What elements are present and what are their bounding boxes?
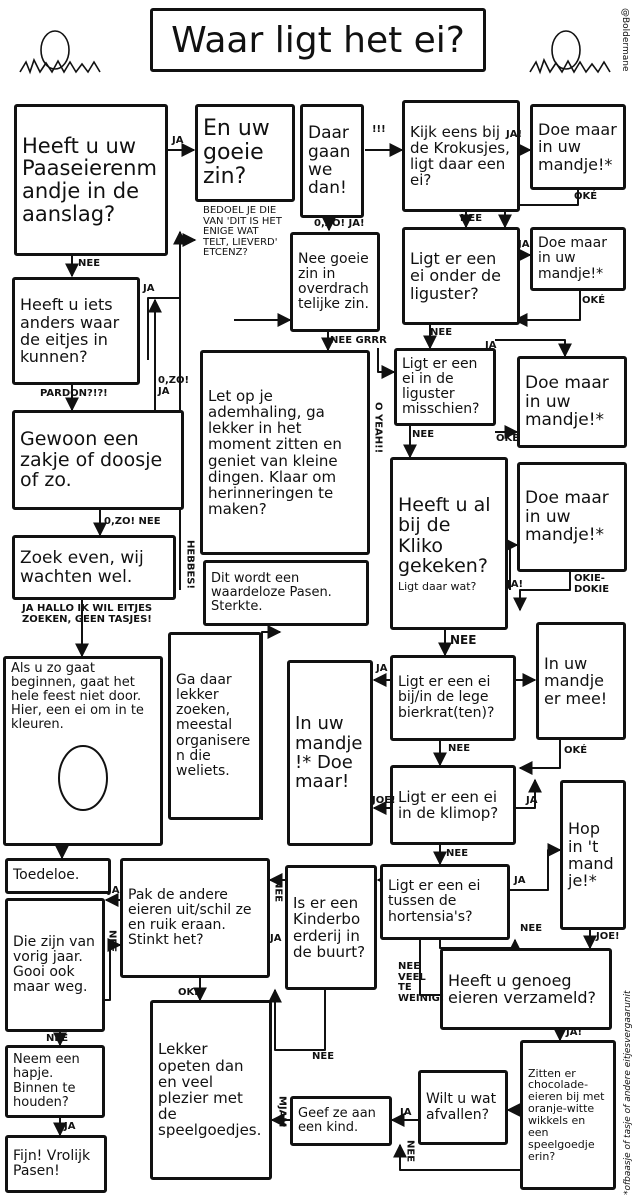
node-hortensia: Ligt er een ei tussen de hortensia's? [380, 864, 510, 940]
edge-label: JA [64, 1121, 76, 1132]
node-mandje-3: Doe maar in uw mandje!* [517, 356, 627, 448]
edge-label: NEE [272, 880, 284, 903]
node-hapje: Neem een hapje. Binnen te houden? [5, 1045, 105, 1118]
node-kleuren: Als u zo gaat beginnen, gaat het hele fe… [3, 656, 163, 846]
edge-label: OKE [178, 987, 202, 998]
grass-icon [529, 57, 611, 75]
node-geef-kind: Geef ze aan een kind. [290, 1096, 392, 1146]
egg-icon [551, 30, 581, 70]
edge-label: NEE [520, 923, 543, 934]
node-chocolade: Zitten er chocolade-eieren bij met oranj… [520, 1040, 616, 1190]
edge-label: NEE [404, 1140, 416, 1163]
node-mandje-1: Doe maar in uw mandje!* [530, 104, 626, 190]
node-vrolijk-pasen: Fijn! Vrolijk Pasen! [5, 1135, 107, 1193]
edge-label: PARDON?!?! [40, 388, 108, 399]
node-nee-goeie-zin: Nee goeie zin in overdrachtelijke zin. [290, 232, 380, 332]
edge-label: JA [172, 135, 184, 146]
decor [19, 30, 611, 75]
edge-label: O YEAH!! [372, 402, 384, 454]
node-kliko: Heeft u al bij de Kliko gekeken?Ligt daa… [390, 457, 508, 630]
node-lekker-opeten: Lekker opeten dan en veel plezier met de… [150, 1000, 272, 1180]
node-kinderboerderij: Is er een Kinderboerderij in de buurt? [285, 865, 377, 990]
node-krokusjes: Kijk eens bij de Krokusjes, ligt daar ee… [402, 100, 520, 212]
edge-label: OKÉ [582, 295, 606, 306]
edge-label: NEE [448, 743, 471, 754]
node-paasmandje: Heeft u uw Paaseierenmandje in de aansla… [14, 104, 168, 256]
edge-label: HEBBES! [184, 540, 196, 590]
edge-label: JOE! [596, 931, 620, 942]
edge-label: 0,ZO! JA [158, 375, 190, 397]
page-title: Waar ligt het ei? [150, 8, 486, 72]
edge-label: NEE [412, 429, 435, 440]
edge-label: JA [400, 1107, 412, 1118]
node-kinderboerderij-zoeken: Ga daar lekker zoeken, meestal organiser… [168, 632, 262, 820]
edge-label: JA HALLO IK WIL EITJES ZOEKEN, GEEN TASJ… [22, 603, 153, 625]
edge-label: JA [514, 875, 526, 886]
node-zakje: Gewoon een zakje of doosje of zo. [12, 410, 184, 510]
node-afvallen: Wilt u wat afvallen? [418, 1070, 508, 1145]
edge-label: !!! [372, 124, 386, 135]
grass-icon [19, 57, 101, 75]
edge-label: JA [485, 340, 497, 351]
node-mandje-7: Hop in 't mandje!* [560, 780, 626, 930]
edge-label: NEE [460, 213, 483, 224]
node-vorig-jaar: Die zijn van vorig jaar. Gooi ook maar w… [5, 898, 105, 1032]
edge-label: NEE [430, 327, 453, 338]
node-daar-gaan-we: Daar gaan we dan! [300, 104, 364, 218]
edge-label: JA! [506, 129, 523, 140]
egg-coloring-icon [58, 745, 108, 812]
edge-label: JA! [566, 1027, 583, 1038]
node-mandje-6: In uw mandje er mee! [536, 622, 626, 740]
node-mandje-5: In uw mandje!* Doe maar! [287, 660, 373, 846]
edge-label: NEE [450, 633, 477, 647]
node-bedoel-je: BEDOEL JE DIE VAN 'DIT IS HET ENIGE WAT … [203, 205, 282, 258]
edge-label: OKÉ [496, 433, 520, 444]
edge-label: JA [376, 663, 388, 674]
node-in-liguster: Ligt er een ei in de liguster misschien? [394, 348, 496, 426]
node-zoek-even: Zoek even, wij wachten wel. [12, 535, 176, 600]
edge-label: NEE [106, 930, 118, 953]
node-waardeloze-pasen: Dit wordt een waardeloze Pasen. Sterkte. [203, 560, 369, 626]
node-toedeloe: Toedeloe. [5, 858, 111, 894]
edge-label: NEE [312, 1051, 335, 1062]
node-stinkt-het: Pak de andere eieren uit/schil ze en rui… [120, 858, 270, 978]
edge-label: JA [108, 885, 120, 896]
author-credit: @Boldermane [620, 8, 630, 72]
edge-label: 0,ZO! NEE [104, 516, 161, 527]
edge-label: JA! [507, 579, 524, 590]
edge-label: 0,ZO! JA! [314, 218, 365, 229]
edge-label: JA [143, 283, 155, 294]
edge-label: JOE! [372, 795, 396, 806]
edge-label: JA [518, 239, 530, 250]
node-bierkrat: Ligt er een ei bij/in de lege bierkrat(t… [390, 655, 516, 741]
node-genoeg-eieren: Heeft u genoeg eieren verzameld? [440, 948, 612, 1030]
node-klimop: Ligt er een ei in de klimop? [390, 765, 516, 845]
edge-label: NEE [446, 848, 469, 859]
edge-label: NEE [78, 258, 101, 269]
edge-label: NEE VEEL TE WEINIG! [398, 961, 445, 1004]
node-ademhaling: Let op je ademhaling, ga lekker in het m… [200, 350, 370, 555]
edge-label: NEE [46, 1033, 69, 1044]
edge-label: OKÉ [574, 191, 598, 202]
node-goeie-zin: En uw goeie zin? [195, 104, 295, 202]
node-onder-liguster: Ligt er een ei onder de liguster? [402, 227, 520, 325]
node-mandje-2: Doe maar in uw mandje!* [530, 227, 626, 291]
node-mandje-4: Doe maar in uw mandje!* [517, 462, 627, 572]
edge-label: NEE GRRR [330, 335, 387, 346]
edge-label: JA [270, 933, 282, 944]
edge-label: MJAM [276, 1096, 288, 1128]
edge-label: OKÉ [564, 745, 588, 756]
edge-label: JA [526, 795, 538, 806]
egg-icon [40, 30, 70, 70]
node-iets-anders: Heeft u iets anders waar de eitjes in ku… [12, 277, 140, 385]
edge-label: OKIE-DOKIE [574, 573, 610, 595]
